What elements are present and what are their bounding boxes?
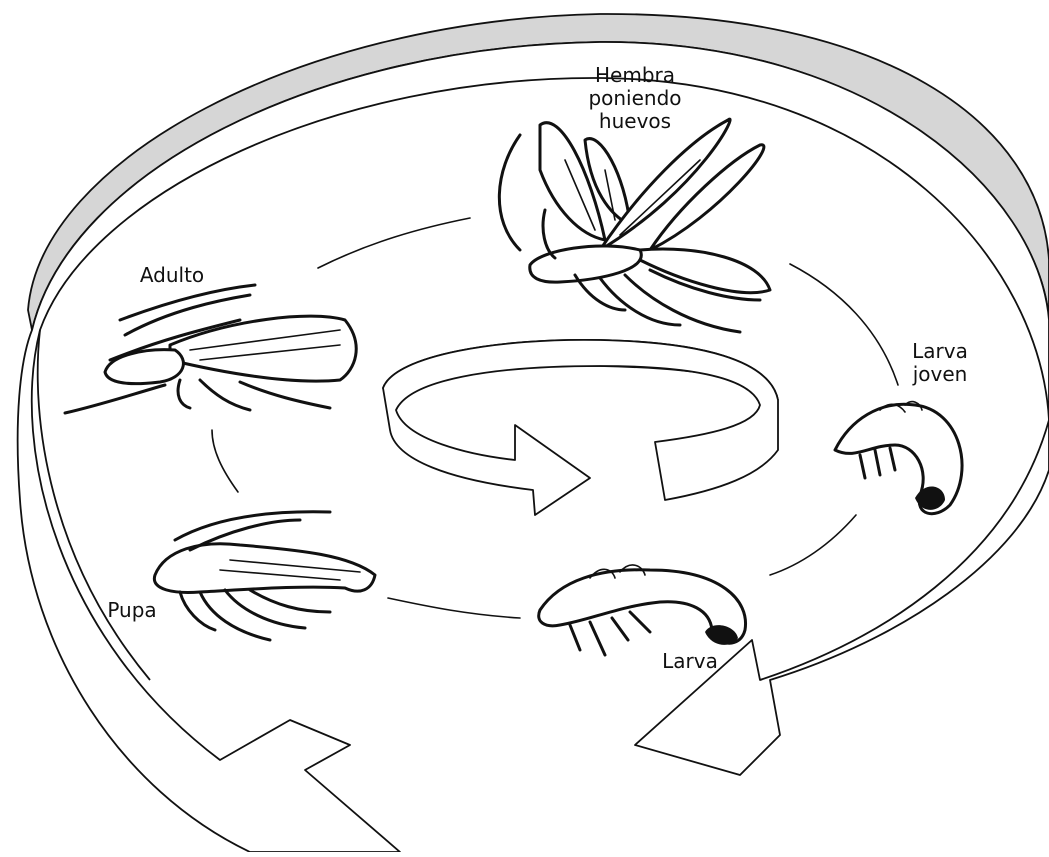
hembra-label-line-2: poniendo (588, 86, 681, 110)
adulto-label: Adulto (140, 263, 204, 287)
larva-joven-illustration (835, 402, 962, 514)
pupa-illustration (154, 512, 375, 640)
hembra-moth-illustration (499, 119, 770, 332)
connector-larva-joven-larva (770, 515, 856, 575)
hembra-label-line-3: huevos (599, 109, 671, 133)
connector-pupa-adulto (212, 430, 238, 492)
connector-larva-pupa (388, 598, 520, 618)
larva-joven-label-line-1: Larva (912, 339, 968, 363)
connector-hembra-larva-joven (790, 264, 898, 385)
adulto-moth-illustration (65, 285, 356, 413)
larva-illustration (539, 565, 746, 655)
center-cycle-arrow (383, 340, 778, 515)
center-band (383, 340, 778, 515)
pupa-label: Pupa (107, 598, 156, 622)
larva-label: Larva (662, 649, 718, 673)
hembra-label-line-1: Hembra (595, 63, 675, 87)
connector-adulto-hembra (318, 218, 470, 268)
larva-joven-label-line-2: joven (912, 362, 968, 386)
